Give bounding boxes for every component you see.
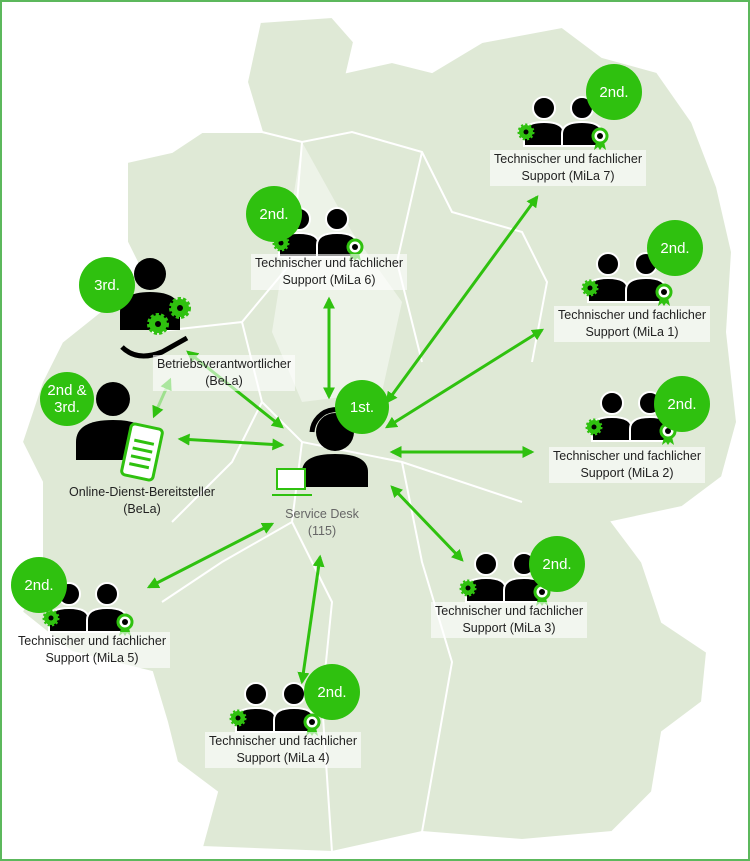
level-badge-mila4: 2nd.: [304, 664, 360, 720]
level-badge-service-desk: 1st.: [335, 380, 389, 434]
person-phone-form-icon: [76, 382, 164, 482]
level-badge-online-dienst: 2nd & 3rd.: [40, 372, 94, 426]
arrow-mila4: [297, 554, 325, 685]
level-badge-mila2: 2nd.: [654, 376, 710, 432]
level-badge-mila6: 2nd.: [246, 186, 302, 242]
level-badge-mila3: 2nd.: [529, 536, 585, 592]
level-badge-mila5: 2nd.: [11, 557, 67, 613]
label-online-dienst: Online-Dienst-Bereitsteller(BeLa): [69, 485, 215, 516]
label-betriebsverantwortlicher: Betriebsverantwortlicher(BeLa): [152, 355, 296, 391]
level-badge-mila7: 2nd.: [586, 64, 642, 120]
level-badge-mila1: 2nd.: [647, 220, 703, 276]
arrow-mila1: [384, 328, 545, 429]
level-badge-betriebsverantwortlicher: 3rd.: [79, 257, 135, 313]
arrow-mila5: [146, 522, 275, 589]
arrow-online-dienst: [177, 433, 285, 451]
label-service-desk: Service Desk(115): [285, 507, 359, 538]
person-gears-hand-icon: [120, 258, 191, 359]
arrow-mila3: [390, 485, 464, 562]
